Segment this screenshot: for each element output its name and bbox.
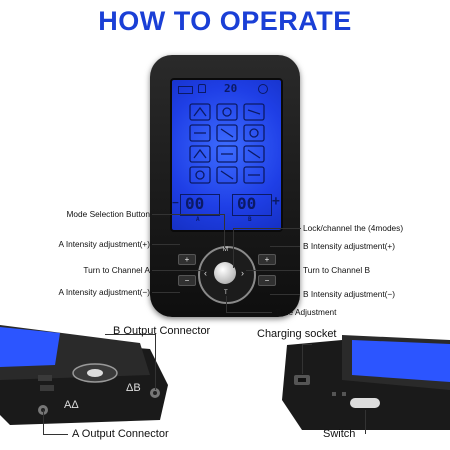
label-charging-socket: Charging socket	[257, 328, 337, 340]
page-title: HOW TO OPERATE	[98, 6, 352, 36]
label-mode-selection: Mode Selection Button	[66, 209, 150, 219]
left-arrow-icon[interactable]: ‹	[204, 268, 207, 278]
channel-a-label: A	[196, 216, 200, 223]
bottom-right-device	[272, 320, 450, 430]
clock-icon	[258, 84, 268, 94]
label-a-intensity-down: A Intensity adjustment(−)	[58, 287, 150, 297]
label-b-intensity-down: B Intensity adjustment(−)	[303, 289, 395, 299]
timer-display: 20	[224, 82, 238, 95]
label-time-adjustment: Time Adjustment	[275, 307, 337, 317]
mode-icon-grid	[188, 102, 266, 184]
lock-icon	[198, 84, 206, 93]
minus-indicator-left: −	[172, 196, 179, 209]
battery-icon	[178, 86, 193, 94]
label-a-intensity-up: A Intensity adjustment(+)	[58, 239, 150, 249]
label-turn-channel-a: Turn to Channel A	[83, 265, 150, 275]
lcd-screen: 20 00 A − 00 B +	[170, 78, 283, 232]
channel-a-value: 00	[185, 194, 205, 213]
label-switch: Switch	[323, 428, 356, 440]
port-a-mark: AΔ	[64, 399, 79, 411]
a-plus-button[interactable]: +	[178, 254, 196, 265]
channel-b-label: B	[248, 216, 252, 223]
bottom-left-device	[0, 325, 168, 425]
port-b-mark: ΔB	[126, 382, 141, 394]
channel-a-display	[180, 194, 220, 216]
a-minus-button[interactable]: −	[178, 275, 196, 286]
label-turn-channel-b: Turn to Channel B	[303, 265, 371, 275]
label-a-output: A Output Connector	[72, 428, 169, 440]
channel-b-display	[232, 194, 272, 216]
label-lock-channel: Lock/channel the (4modes)	[303, 223, 404, 233]
label-b-intensity-up: B Intensity adjustment(+)	[303, 241, 395, 251]
channel-b-value: 00	[237, 194, 257, 213]
mode-button[interactable]: M	[223, 247, 228, 253]
b-plus-button[interactable]: +	[258, 254, 276, 265]
label-b-output: B Output Connector	[113, 325, 211, 337]
plus-indicator-right: +	[272, 194, 280, 209]
b-minus-button[interactable]: −	[258, 275, 276, 286]
center-lock-button[interactable]	[214, 262, 236, 284]
time-button[interactable]: T	[224, 290, 228, 296]
right-arrow-icon[interactable]: ›	[241, 268, 244, 278]
